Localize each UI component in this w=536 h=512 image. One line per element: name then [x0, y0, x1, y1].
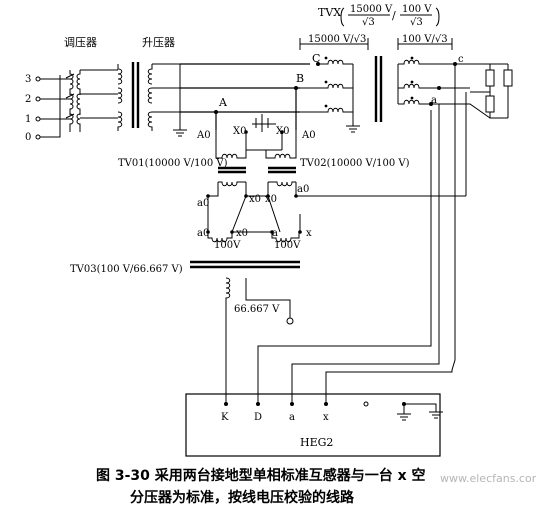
step-up-transformer: 升压器	[117, 36, 187, 137]
terminal-d: D	[254, 412, 262, 423]
a0-r-label: a0	[297, 184, 309, 195]
heg2-instrument: K D a x HEG2	[185, 393, 443, 457]
tvx-num1: 15000 V	[350, 4, 393, 15]
tap-3-label: 3	[25, 74, 31, 85]
regulator-label: 调压器	[64, 36, 97, 49]
tap-0-label: 0	[25, 132, 31, 143]
a0-left-label: A0	[196, 130, 211, 141]
tap-1-terminal	[35, 116, 41, 122]
tap-2-terminal	[35, 96, 41, 102]
signal-wires	[225, 64, 467, 404]
node-a-lower: a	[431, 95, 437, 106]
tvx-num2: 100 V	[402, 4, 432, 15]
tv03-label: TV03(100 V/66.667 V)	[70, 264, 183, 275]
figure-caption: 图 3-30 采用两台接地型单相标准互感器与一台 x 空 分压器为标准，按线电压…	[96, 467, 536, 506]
tv01-label: TV01(10000 V/100 V)	[118, 158, 228, 169]
node-b-upper: B	[296, 72, 304, 85]
tap-0-terminal	[35, 134, 41, 140]
standard-transformers: A0 X0 X0 A0 TV01(10000 V/100 V) TV02(100…	[118, 88, 466, 210]
terminal-a: a	[289, 412, 295, 423]
x0-c-label: x0	[236, 228, 248, 239]
a0-l2-label: a0	[197, 228, 209, 239]
x0-b-label: x0	[265, 194, 277, 205]
v100-right-label: 100V	[274, 240, 301, 251]
x0-left-label: X0	[233, 126, 246, 137]
tv02-label: TV02(10000 V/100 V)	[300, 158, 410, 169]
x-small-label: x	[306, 228, 312, 239]
a0-right-label: A0	[301, 130, 316, 141]
node-a-upper: A	[218, 96, 228, 109]
tap-1-label: 1	[25, 114, 31, 125]
tvx-den2: √3	[410, 17, 423, 28]
v66-label: 66.667 V	[234, 304, 280, 315]
a0-l-label: a0	[197, 198, 209, 209]
caption-line-1: 图 3-30 采用两台接地型单相标准互感器与一台 x 空	[96, 467, 426, 484]
tvx-transformer: TVX 15000 V √3 / 100 V √3 15000 V/√3 100…	[180, 4, 513, 133]
tv03-transformer: a0 x0 a x 100V 100V TV03(100 V/66.667 V)…	[70, 195, 312, 378]
tap-3-terminal	[35, 76, 41, 82]
stepup-label: 升压器	[142, 36, 175, 49]
x0-a-label: x0	[249, 194, 261, 205]
watermark: www.elecfans.com	[440, 472, 536, 485]
terminal-k: K	[221, 412, 229, 423]
node-c-upper: C	[312, 52, 320, 65]
primary-voltage-label: 15000 V/√3	[308, 34, 366, 45]
heg2-label: HEG2	[300, 436, 333, 449]
caption-line-2: 分压器为标准，按线电压校验的线路	[130, 489, 355, 506]
secondary-voltage-label: 100 V/√3	[402, 34, 448, 45]
node-c-lower: c	[458, 54, 464, 65]
terminal-x: x	[323, 412, 329, 423]
tvx-prefix: TVX	[318, 6, 341, 19]
a-small-label: a	[272, 228, 278, 239]
tap-2-label: 2	[25, 94, 31, 105]
tvx-den1: √3	[362, 17, 375, 28]
voltage-regulator: 调压器 3 2 1 0	[25, 36, 118, 143]
v100-left-label: 100V	[214, 240, 241, 251]
tvx-slash: /	[392, 9, 396, 22]
